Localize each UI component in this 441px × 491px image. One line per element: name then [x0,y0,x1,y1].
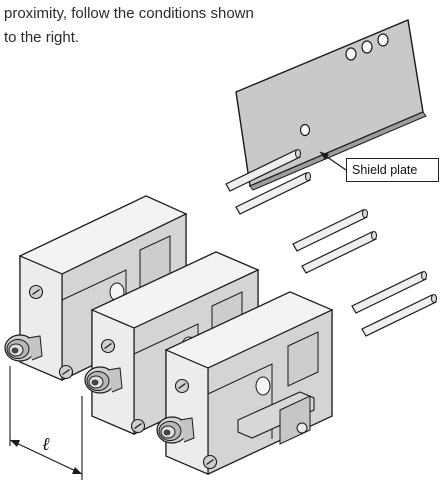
instruction-line-1: proximity, follow the conditions shown [4,5,254,22]
dimension-l [9,366,83,480]
shield-plate-label: Shield plate [346,158,439,182]
shield-plate [235,19,427,191]
instruction-text: proximity, follow the conditions shown t… [4,2,384,50]
shield-plate-leader [319,151,347,171]
instruction-line-2: to the right. [4,29,80,46]
valve-unit-3 [156,291,334,475]
dimension-symbol: ℓ [42,434,50,454]
